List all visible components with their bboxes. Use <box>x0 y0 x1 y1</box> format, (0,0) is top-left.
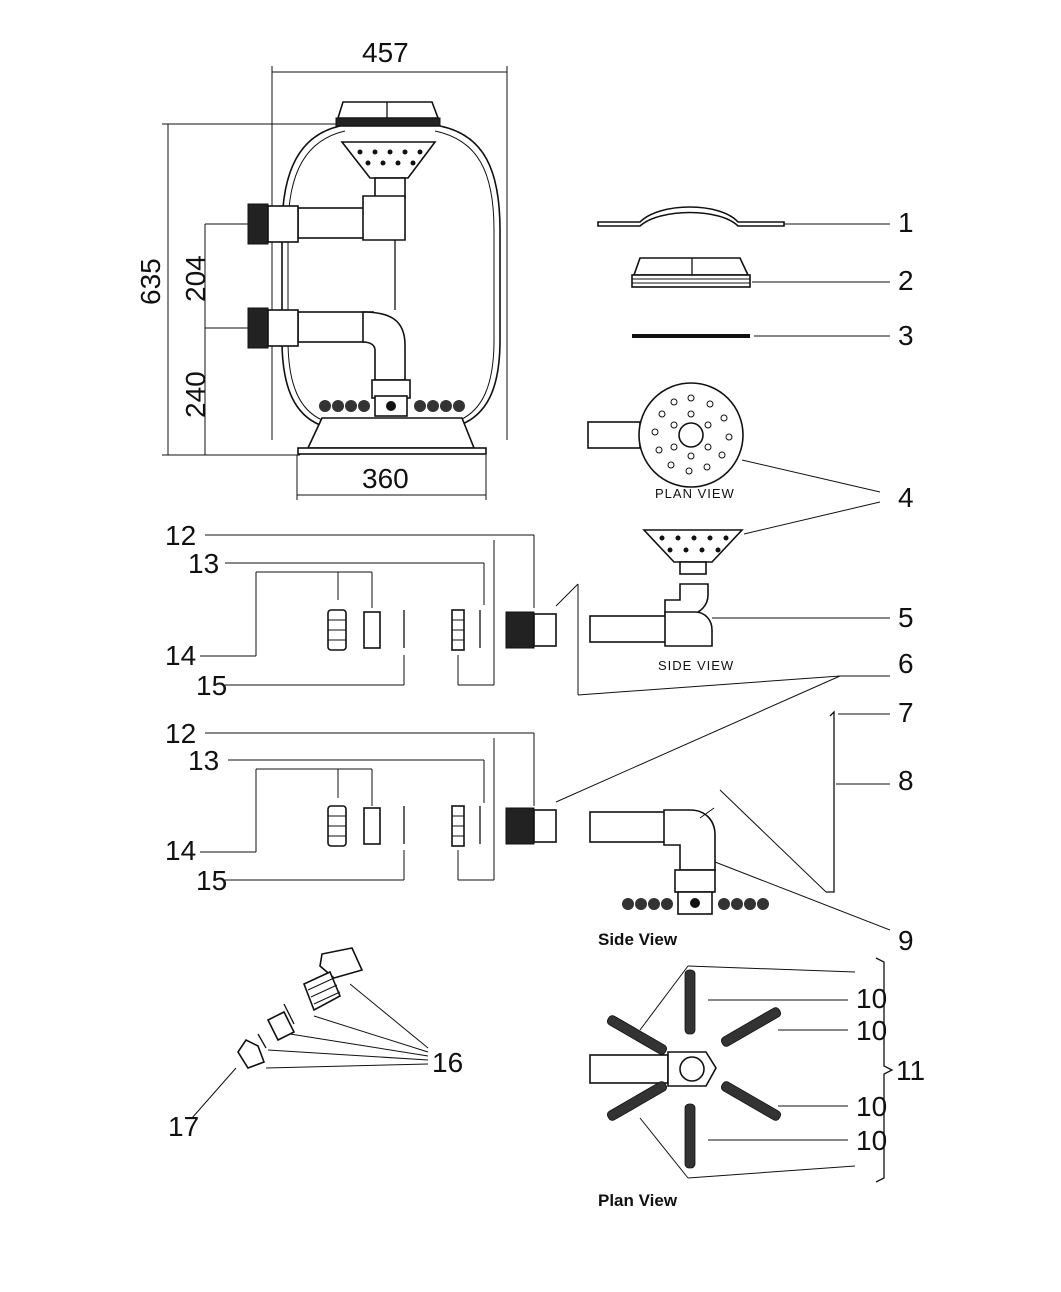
part-5-label: 5 <box>898 602 914 633</box>
part-2-label: 2 <box>898 265 914 296</box>
dim-240: 240 <box>180 371 211 418</box>
parts-10-11-laterals: 10 10 10 10 11 Plan View <box>589 957 925 1210</box>
dim-635: 635 <box>135 258 166 305</box>
side-view-lower-caption: Side View <box>598 930 678 949</box>
part-10-label-a: 10 <box>856 983 887 1014</box>
part-9-lower-elbow: 9 Side View <box>589 807 914 956</box>
part-15-lower-label: 15 <box>196 865 227 896</box>
part-15-upper-label: 15 <box>196 670 227 701</box>
part-14-lower-label: 14 <box>165 835 196 866</box>
part-14-upper-label: 14 <box>165 640 196 671</box>
part-10-label-d: 10 <box>856 1125 887 1156</box>
part-1-clamp: 1 <box>597 206 914 238</box>
part-2-lid: 2 <box>631 257 914 296</box>
part-4-diffuser: PLAN VIEW 4 <box>587 382 914 575</box>
part-11-label: 11 <box>896 1055 925 1086</box>
dim-457: 457 <box>362 37 409 68</box>
plan-view-lower-caption: Plan View <box>598 1191 678 1210</box>
part-8-label: 8 <box>898 765 914 796</box>
part-5-upper-elbow: 5 SIDE VIEW <box>589 583 914 673</box>
part-7-label: 7 <box>898 697 914 728</box>
part-16-label: 16 <box>432 1047 463 1078</box>
part-10-label-c: 10 <box>856 1091 887 1122</box>
parts-16-17-drain: 16 17 <box>168 947 463 1142</box>
part-17-label: 17 <box>168 1111 199 1142</box>
side-view-upper-caption: SIDE VIEW <box>658 658 734 673</box>
part-3-label: 3 <box>898 320 914 351</box>
part-3-o-ring: 3 <box>632 320 914 351</box>
part-12-upper-label: 12 <box>165 520 196 551</box>
part-1-label: 1 <box>898 207 914 238</box>
upper-union-group: 12 13 14 15 <box>165 520 557 701</box>
part-10-label-b: 10 <box>856 1015 887 1046</box>
part-6-leaders: 6 <box>555 583 914 803</box>
part-13-lower-label: 13 <box>188 745 219 776</box>
part-4-label: 4 <box>898 482 914 513</box>
lower-union-group: 12 13 14 15 <box>165 718 557 896</box>
dim-204: 204 <box>180 255 211 302</box>
filter-tank: 457 635 204 240 360 <box>135 37 508 500</box>
part-12-lower-label: 12 <box>165 718 196 749</box>
part-13-upper-label: 13 <box>188 548 219 579</box>
part-9-label: 9 <box>898 925 914 956</box>
dim-360: 360 <box>362 463 409 494</box>
plan-view-upper-caption: PLAN VIEW <box>655 486 735 501</box>
parts-7-8-air-tube: 7 8 <box>719 697 914 893</box>
part-6-label: 6 <box>898 648 914 679</box>
